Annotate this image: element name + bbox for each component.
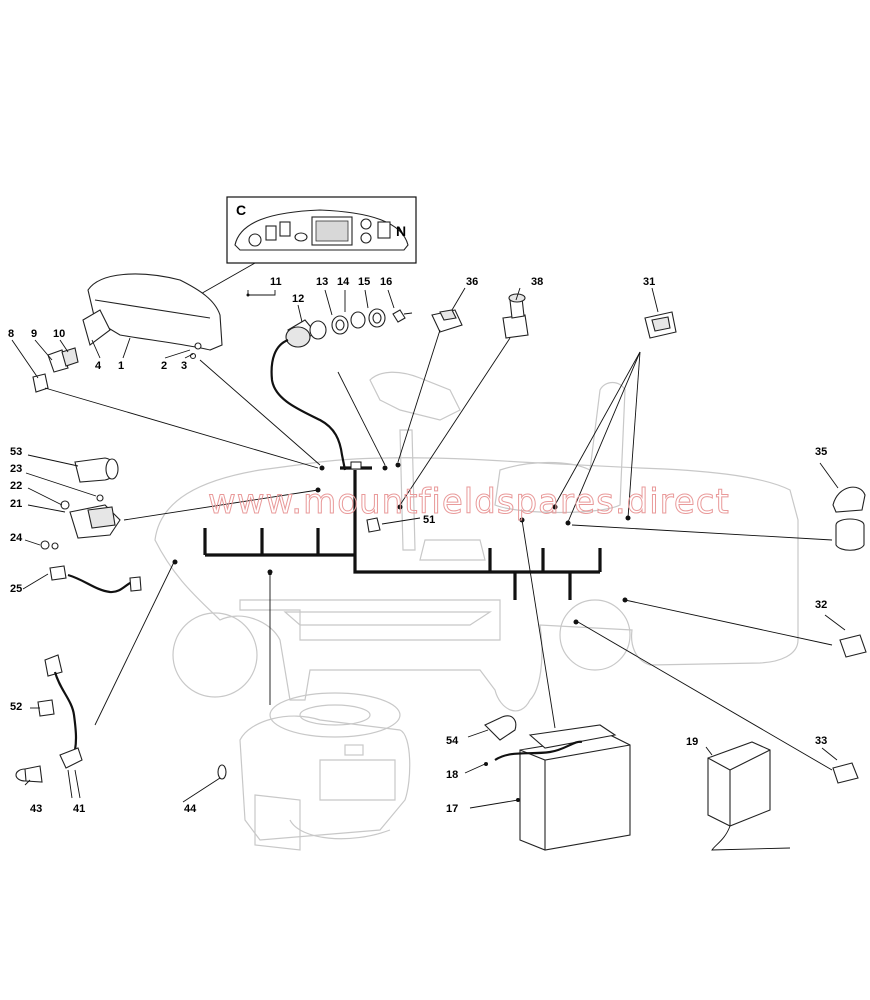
leader-lines (11, 287, 846, 809)
dashboard-panel-part (87, 273, 223, 351)
part-label-35: 35 (815, 446, 827, 458)
part-label-25: 25 (10, 583, 22, 595)
part-label-51: 51 (423, 514, 435, 526)
part-label-33: 33 (815, 735, 827, 747)
part-label-53: 53 (10, 446, 22, 458)
part-label-14: 14 (337, 276, 350, 288)
part-label-22: 22 (10, 480, 22, 492)
part-label-8: 8 (8, 328, 14, 340)
part-label-11: 11 (270, 276, 282, 288)
part-label-1: 1 (118, 360, 124, 372)
part-label-44: 44 (184, 803, 197, 815)
ignition-switch-part (285, 308, 413, 348)
part-label-31: 31 (643, 276, 655, 288)
part-label-17: 17 (446, 803, 458, 815)
part-label-3: 3 (181, 360, 187, 372)
connector-parts (217, 715, 517, 780)
part-label-41: 41 (73, 803, 85, 815)
switch-parts (431, 293, 677, 339)
part-label-2: 2 (161, 360, 167, 372)
watermark-text: www.mountfieldspares.direct (208, 482, 730, 522)
solenoid-parts (40, 457, 142, 594)
part-label-23: 23 (10, 463, 22, 475)
part-label-16: 16 (380, 276, 392, 288)
lamp-parts (15, 654, 83, 783)
part-label-9: 9 (31, 328, 37, 340)
part-labels: 1 2 3 4 8 9 10 11 12 13 14 15 16 17 18 1… (8, 276, 827, 815)
mower-outline (154, 371, 799, 712)
right-side-parts (707, 486, 867, 851)
part-label-12: 12 (292, 293, 304, 305)
part-label-52: 52 (10, 701, 22, 713)
part-label-15: 15 (358, 276, 370, 288)
part-label-18: 18 (446, 769, 458, 781)
battery-part (494, 724, 631, 851)
part-label-4: 4 (95, 360, 102, 372)
part-label-36: 36 (466, 276, 478, 288)
part-label-13: 13 (316, 276, 328, 288)
part-label-43: 43 (30, 803, 42, 815)
part-label-54: 54 (446, 735, 459, 747)
part-label-24: 24 (10, 532, 23, 544)
left-small-parts (32, 309, 202, 393)
part-label-38: 38 (531, 276, 543, 288)
engine-outline (239, 692, 411, 851)
part-label-19: 19 (686, 736, 698, 748)
wiring-harness (203, 461, 602, 600)
part-label-32: 32 (815, 599, 827, 611)
part-label-21: 21 (10, 498, 22, 510)
inset-dashboard: C N (226, 196, 417, 264)
inset-label: C (236, 202, 246, 218)
connection-dots (172, 293, 631, 802)
part-label-10: 10 (53, 328, 65, 340)
gauge-n-label: N (396, 223, 406, 239)
ignition-wire (270, 338, 347, 471)
